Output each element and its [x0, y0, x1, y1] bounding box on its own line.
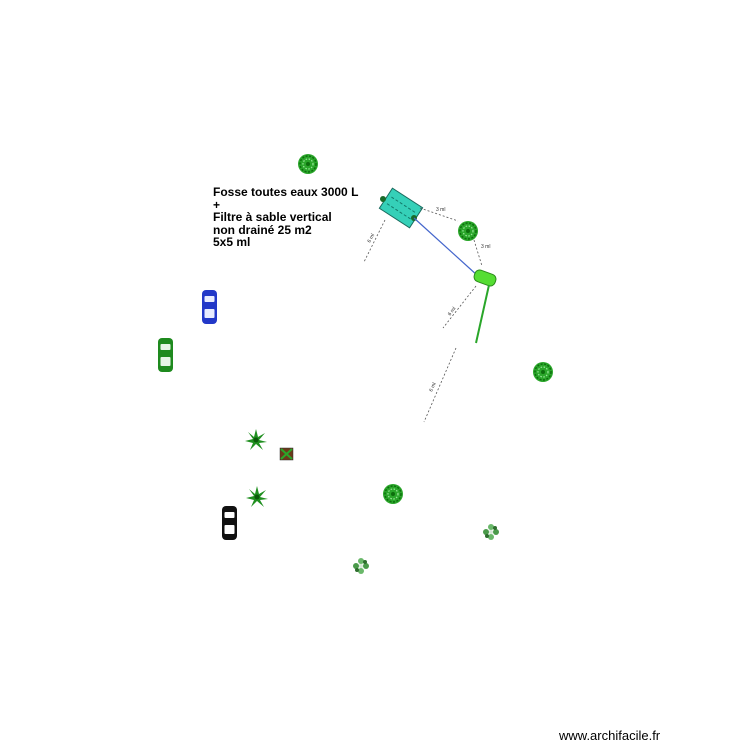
- flower-plant-icon: [483, 524, 499, 540]
- inlet-point: [380, 196, 386, 202]
- plant-icon: [246, 486, 268, 507]
- note-line: 5x5 ml: [213, 235, 251, 249]
- dimension-label: 6 ml: [447, 306, 458, 317]
- note-line: Filtre à sable vertical: [213, 210, 332, 224]
- tree-icon: [532, 361, 554, 383]
- dimension-label: 3 ml: [436, 207, 445, 213]
- tree-icon: [297, 153, 319, 175]
- dimension-label: 6 ml: [366, 233, 376, 244]
- note-line: non drainé 25 m2: [213, 222, 312, 237]
- watermark-credit[interactable]: www.archifacile.fr: [559, 728, 661, 743]
- dimension-line: [473, 239, 483, 267]
- sand-filter: [473, 269, 497, 287]
- dimension-line: [442, 285, 477, 329]
- flower-plant-icon: [353, 558, 369, 574]
- septic-tank: [378, 187, 424, 229]
- installation-note: Fosse toutes eaux 3000 L + Filtre à sabl…: [213, 186, 358, 249]
- dimension-label: 3 ml: [481, 244, 490, 250]
- car-black-icon: [222, 506, 237, 540]
- tree-icon: [382, 483, 404, 505]
- note-line: +: [213, 197, 221, 212]
- pipe-line: [413, 217, 479, 277]
- note-line: Fosse toutes eaux 3000 L: [213, 185, 359, 199]
- car-blue-icon: [202, 290, 217, 324]
- dimension-line: [423, 347, 457, 423]
- tree-icon: [457, 220, 479, 242]
- dimension-line: [419, 207, 459, 222]
- car-green-icon: [158, 338, 173, 372]
- drain-line: [475, 284, 490, 344]
- dimension-label: 6 ml: [428, 382, 437, 393]
- plant-icon: [245, 429, 267, 450]
- potted-plant-icon: [279, 447, 294, 461]
